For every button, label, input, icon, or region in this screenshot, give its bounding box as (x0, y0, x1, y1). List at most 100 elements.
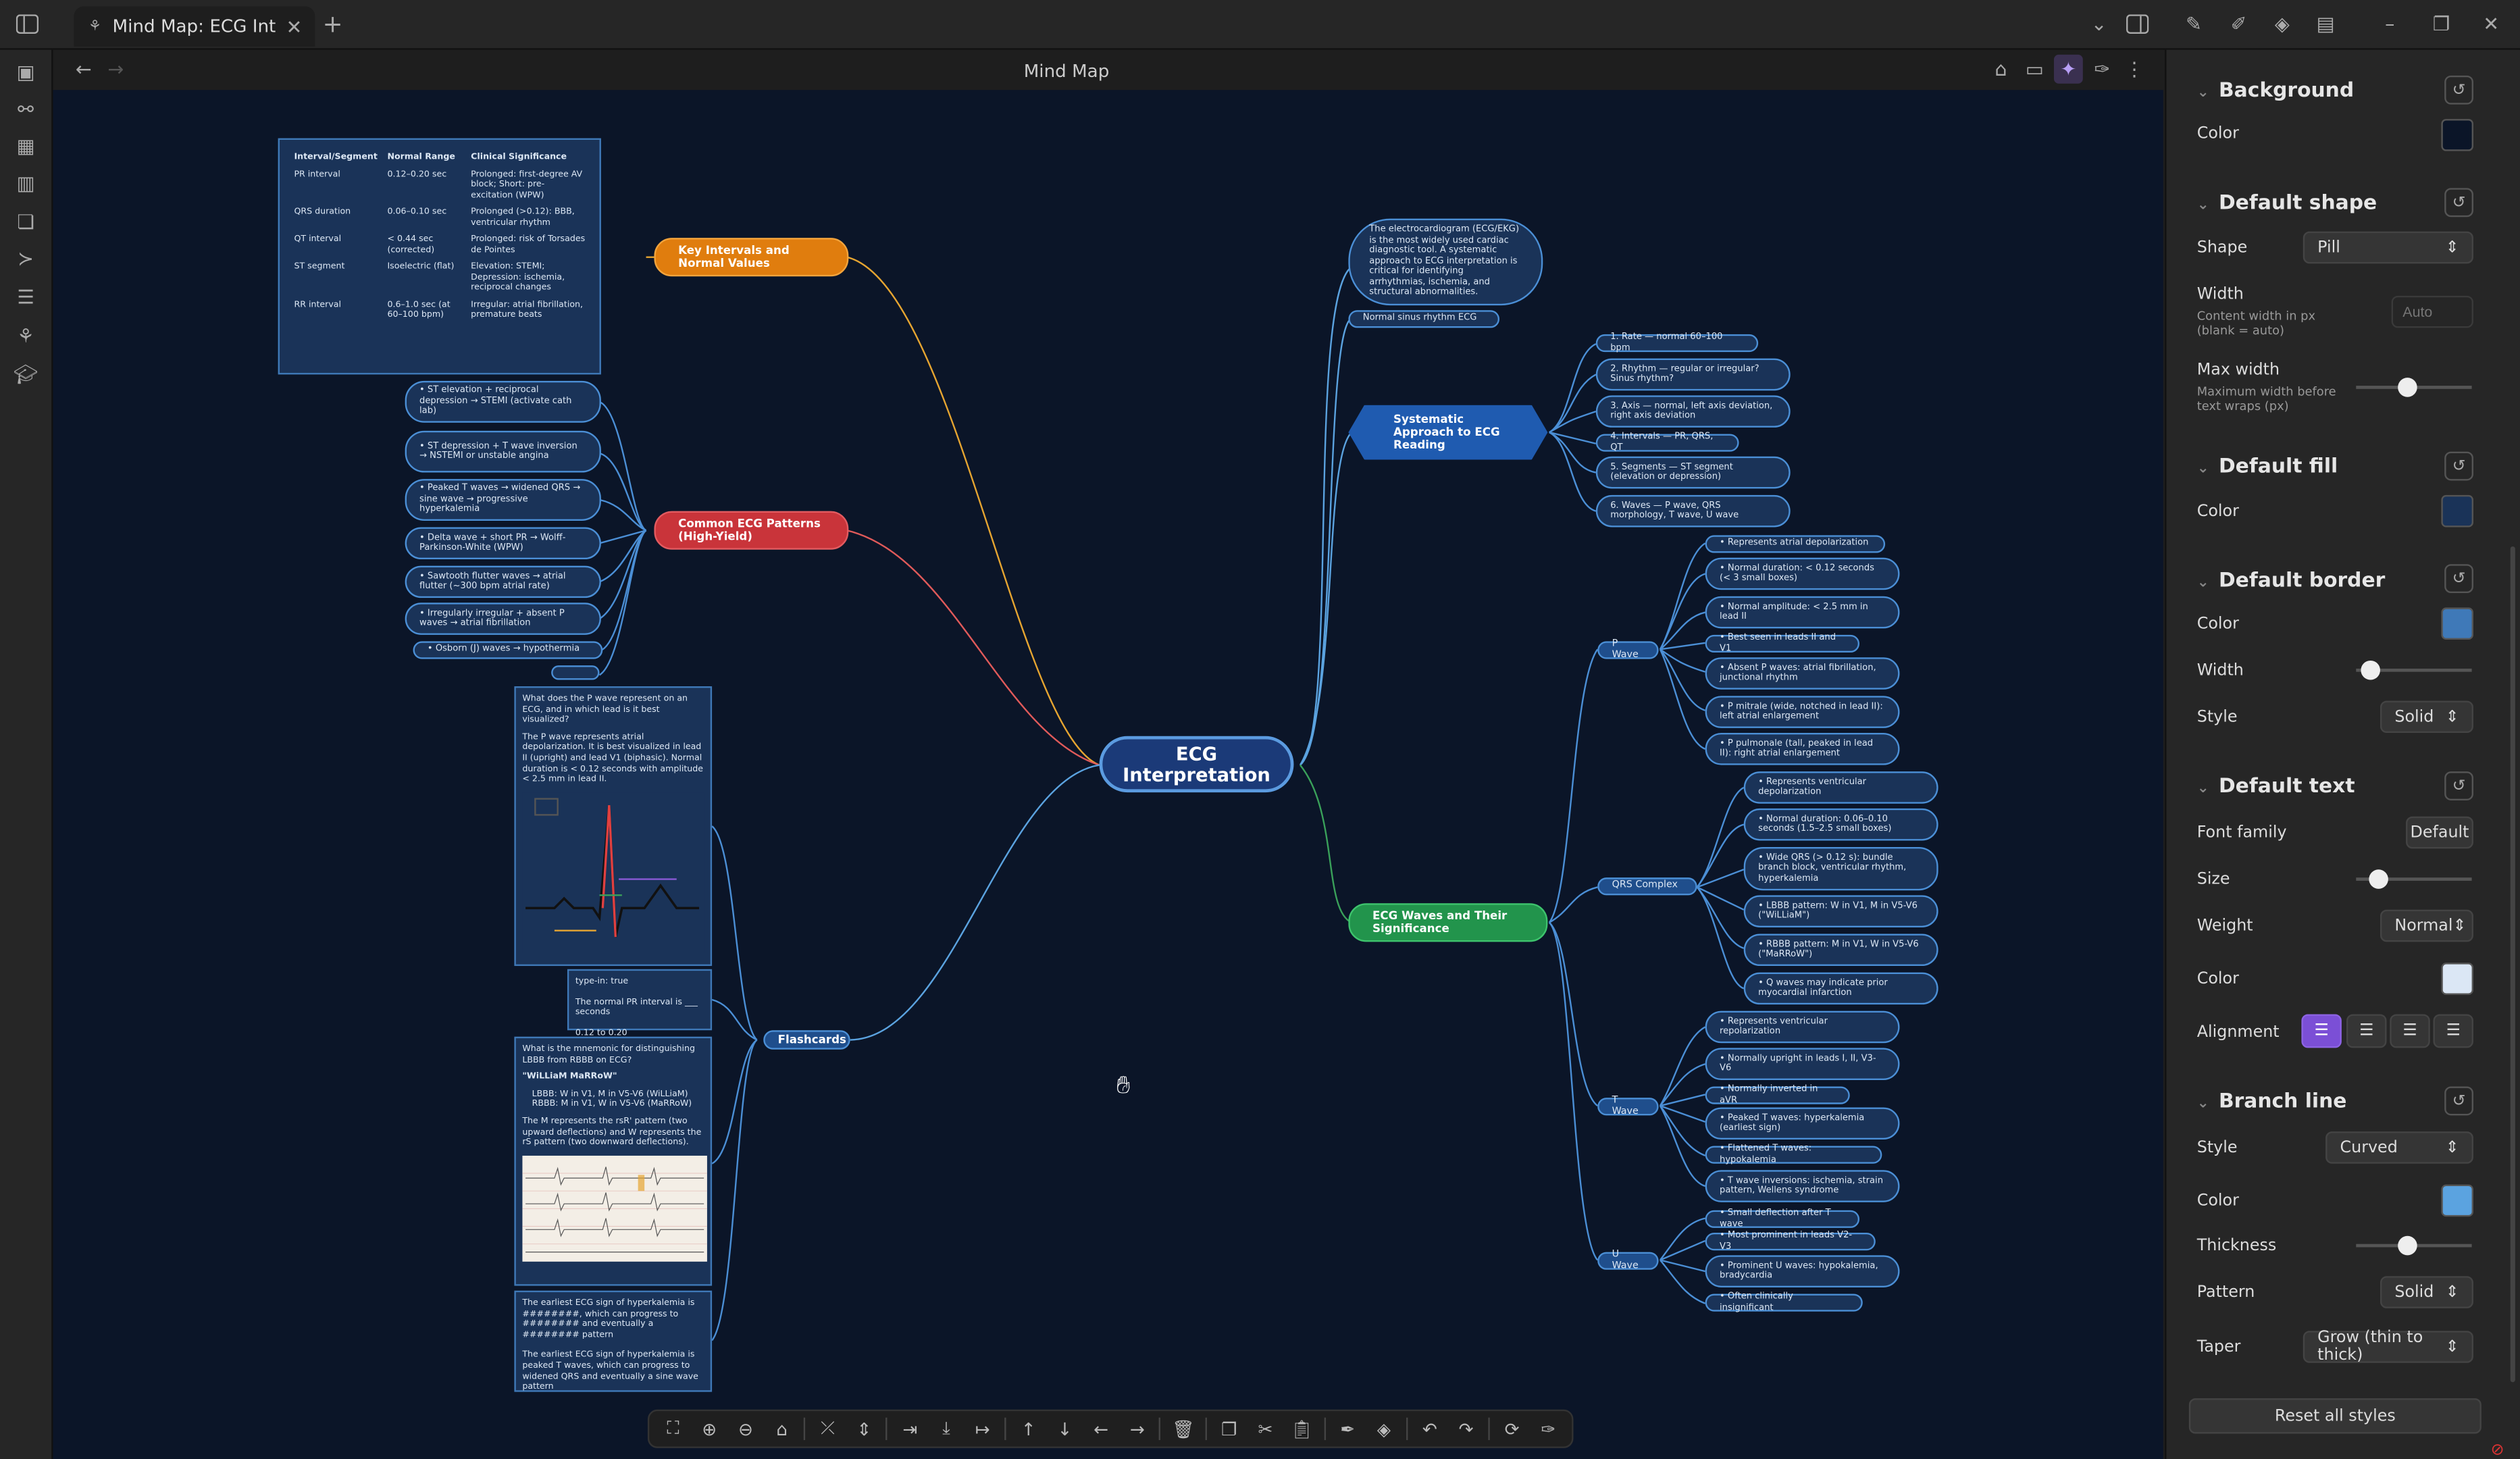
flashcard-pr-interval[interactable]: type-in: true The normal PR interval is … (567, 969, 712, 1030)
maximize-icon[interactable]: ❐ (2427, 9, 2456, 39)
brush-icon[interactable]: ✑ (2088, 55, 2117, 84)
sync-off-icon[interactable]: ⊘ (2483, 1435, 2512, 1459)
pattern-node[interactable]: • ST elevation + reciprocal depression →… (405, 381, 601, 423)
tab-mind-map[interactable]: ⚘ Mind Map: ECG Interpr… ✕ (74, 7, 315, 47)
systematic-node[interactable]: Systematic Approach to ECG Reading (1348, 405, 1547, 460)
add-child-icon[interactable]: ⇥ (893, 1414, 927, 1443)
move-up-icon[interactable]: ↑ (1011, 1414, 1046, 1443)
text-weight-select[interactable]: Normal⇕ (2380, 910, 2473, 942)
font-family-button[interactable]: Default (2406, 817, 2473, 849)
pattern-node[interactable]: • Osborn (J) waves → hypothermia (413, 641, 603, 659)
reset-icon[interactable]: ↺ (2444, 188, 2473, 217)
p-wave-item[interactable]: • Best seen in leads II and V1 (1705, 635, 1859, 652)
reset-icon[interactable]: ↺ (2444, 1087, 2473, 1116)
style-brush-icon[interactable]: ✑ (1531, 1414, 1566, 1443)
minimize-icon[interactable]: – (2375, 9, 2405, 39)
qrs-item[interactable]: • Represents ventricular depolarization (1744, 771, 1938, 804)
t-wave-item[interactable]: • T wave inversions: ischemia, strain pa… (1705, 1170, 1900, 1202)
zoom-in-icon[interactable]: ⊕ (692, 1414, 727, 1443)
p-wave-node[interactable]: P Wave (1597, 641, 1658, 659)
cut-icon[interactable]: ✂ (1248, 1414, 1283, 1443)
u-wave-item[interactable]: • Most prominent in leads V2-V3 (1705, 1233, 1876, 1250)
copy-icon[interactable]: ❐ (1212, 1414, 1246, 1443)
tab-list-chevron-icon[interactable]: ⌄ (2084, 9, 2113, 39)
add-sibling-icon[interactable]: ⤓ (929, 1414, 963, 1443)
pattern-node[interactable]: • Delta wave + short PR → Wolff-Parkinso… (405, 527, 601, 559)
refresh-icon[interactable]: ⟳ (1495, 1414, 1529, 1443)
t-wave-item[interactable]: • Normally inverted in aVR (1705, 1087, 1850, 1104)
flashcard-hyperkalemia[interactable]: The earliest ECG sign of hyperkalemia is… (514, 1291, 712, 1392)
pin-icon[interactable]: ✦ (2054, 55, 2083, 84)
slider-knob[interactable] (2361, 661, 2380, 680)
align-right-button[interactable]: ☰ (2390, 1014, 2429, 1048)
thickness-slider[interactable] (2356, 1244, 2471, 1248)
new-tab-icon[interactable]: + (318, 9, 347, 39)
plugin-icon-1[interactable]: ✎ (2180, 9, 2209, 39)
copy-icon[interactable]: ❏ (11, 207, 41, 236)
qrs-node[interactable]: QRS Complex (1597, 877, 1697, 895)
back-arrow-icon[interactable]: ← (69, 55, 98, 84)
flashcard-bbb[interactable]: What is the mnemonic for distinguishing … (514, 1037, 712, 1286)
delete-icon[interactable]: 🗑︎ (1166, 1414, 1200, 1443)
p-wave-item[interactable]: • P pulmonale (tall, peaked in lead II):… (1705, 733, 1900, 765)
mindmap-ribbon-icon[interactable]: ⚘ (11, 322, 41, 351)
fit-screen-icon[interactable]: ⛶ (656, 1414, 690, 1443)
step-node[interactable]: 4. Intervals — PR, QRS, QT (1596, 434, 1739, 451)
intro-node[interactable]: The electrocardiogram (ECG/EKG) is the m… (1348, 219, 1543, 305)
step-node[interactable]: 6. Waves — P wave, QRS morphology, T wav… (1596, 495, 1791, 528)
redo-icon[interactable]: ↷ (1449, 1414, 1483, 1443)
qrs-item[interactable]: • RBBB pattern: M in V1, W in V5-V6 ("Ma… (1744, 933, 1938, 966)
align-left-button[interactable]: ☰ (2301, 1014, 2341, 1048)
close-tab-icon[interactable]: ✕ (286, 12, 303, 41)
background-color-swatch[interactable] (2441, 119, 2473, 151)
taper-select[interactable]: Grow (thin to thick)⇕ (2303, 1331, 2473, 1363)
canvas-icon[interactable]: ▦ (11, 132, 41, 161)
step-node[interactable]: 1. Rate — normal 60–100 bpm (1596, 334, 1758, 352)
more-options-icon[interactable]: ⋮ (2120, 55, 2149, 84)
t-wave-item[interactable]: • Normally upright in leads I, II, V3-V6 (1705, 1048, 1900, 1080)
pattern-node[interactable]: • ST depression + T wave inversion → NST… (405, 431, 601, 473)
close-window-icon[interactable]: ✕ (2477, 9, 2506, 39)
sidebar-toggle-icon[interactable] (13, 9, 42, 39)
undo-icon[interactable]: ↶ (1412, 1414, 1447, 1443)
pattern-node-empty[interactable] (551, 665, 599, 680)
border-width-slider[interactable] (2356, 669, 2471, 672)
u-wave-item[interactable]: • Prominent U waves: hypokalemia, bradyc… (1705, 1255, 1900, 1287)
text-color-swatch[interactable] (2441, 963, 2473, 995)
pattern-node[interactable]: • Irregularly irregular + absent P waves… (405, 603, 601, 635)
shape-select[interactable]: Pill⇕ (2303, 232, 2473, 264)
step-node[interactable]: 2. Rhythm — regular or irregular? Sinus … (1596, 359, 1791, 391)
flashcard-p-wave[interactable]: What does the P wave represent on an ECG… (514, 686, 712, 966)
step-node[interactable]: 3. Axis — normal, left axis deviation, r… (1596, 395, 1791, 428)
list-icon[interactable]: ☰ (11, 283, 41, 312)
tag-icon[interactable]: ◈ (2267, 9, 2296, 39)
cap-icon[interactable]: ⌂ (1986, 55, 2015, 84)
files-icon[interactable]: ▣ (11, 58, 41, 87)
t-wave-node[interactable]: T Wave (1597, 1098, 1658, 1115)
text-size-slider[interactable] (2356, 877, 2471, 881)
p-wave-item[interactable]: • Represents atrial depolarization (1705, 535, 1885, 553)
move-down-icon[interactable]: ↓ (1048, 1414, 1082, 1443)
t-wave-item[interactable]: • Represents ventricular repolarization (1705, 1011, 1900, 1044)
max-width-slider[interactable] (2356, 386, 2471, 389)
width-input[interactable] (2392, 296, 2473, 328)
reset-all-styles-button[interactable]: Reset all styles (2189, 1398, 2482, 1433)
zoom-out-icon[interactable]: ⊖ (728, 1414, 763, 1443)
mind-map-canvas[interactable]: ECG Interpretation Key Intervals and Nor… (53, 90, 2163, 1459)
pattern-node[interactable]: • Sawtooth flutter waves → atrial flutte… (405, 566, 601, 598)
pattern-node[interactable]: • Peaked T waves → widened QRS → sine wa… (405, 479, 601, 521)
right-sidebar-toggle-icon[interactable] (2123, 9, 2152, 39)
u-wave-item[interactable]: • Often clinically insignificant (1705, 1294, 1863, 1311)
qrs-item[interactable]: • Normal duration: 0.06–0.10 seconds (1.… (1744, 809, 1938, 841)
t-wave-item[interactable]: • Peaked T waves: hyperkalemia (earliest… (1705, 1107, 1900, 1140)
step-node[interactable]: 5. Segments — ST segment (elevation or d… (1596, 457, 1791, 489)
align-center-button[interactable]: ☰ (2346, 1014, 2386, 1048)
border-style-select[interactable]: Solid⇕ (2380, 700, 2473, 733)
collapse-icon[interactable]: ⤫ (811, 1414, 845, 1443)
branch-color-swatch[interactable] (2441, 1185, 2473, 1217)
move-right-icon[interactable]: → (1120, 1414, 1154, 1443)
reset-icon[interactable]: ↺ (2444, 564, 2473, 593)
panel-scrollbar[interactable] (2511, 546, 2515, 1382)
expand-icon[interactable]: ⇕ (847, 1414, 881, 1443)
qrs-item[interactable]: • Wide QRS (> 0.12 s): bundle branch blo… (1744, 847, 1938, 890)
